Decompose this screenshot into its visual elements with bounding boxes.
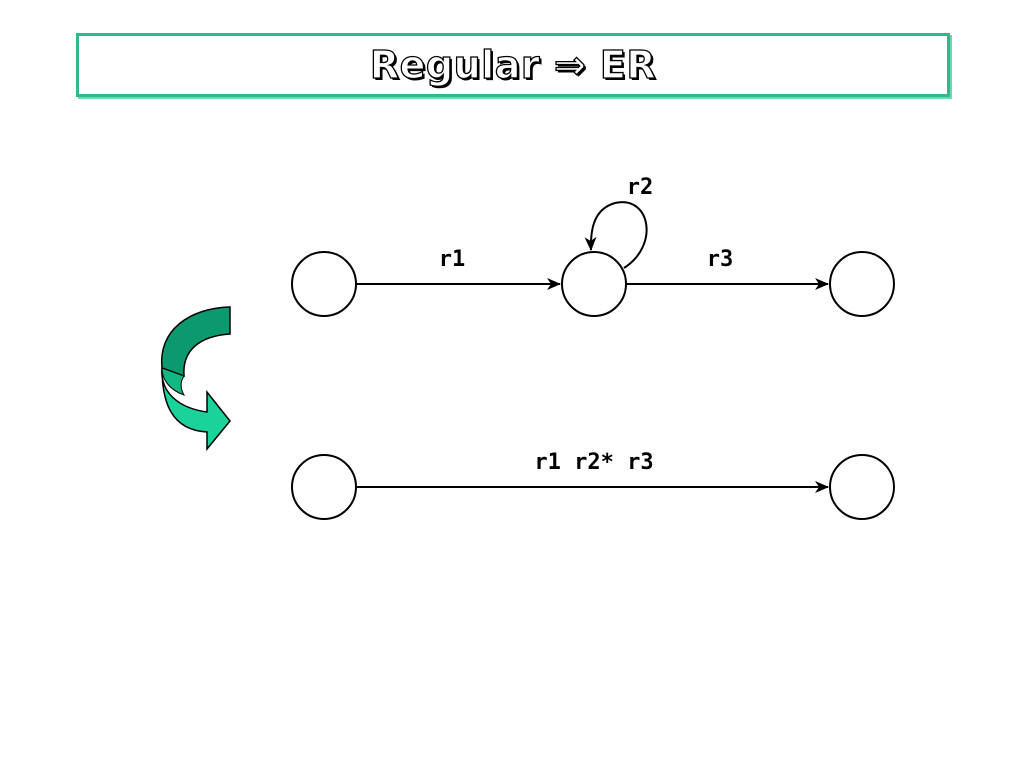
state-top-1 [291, 251, 357, 317]
self-loop-r2 [584, 201, 648, 269]
state-bottom-2 [829, 454, 895, 520]
state-top-3 [829, 251, 895, 317]
implies-symbol: ⇒ [553, 42, 587, 87]
state-bottom-1 [291, 454, 357, 520]
label-r2: r2 [627, 175, 654, 200]
label-r1-r2star-r3: r1 r2* r3 [534, 450, 653, 475]
slide-title: Regular ⇒ ER [369, 42, 657, 87]
label-r3: r3 [707, 247, 734, 272]
state-top-2 [561, 251, 627, 317]
label-r1: r1 [439, 247, 466, 272]
top-automaton: r1 r3 r2 [291, 175, 895, 317]
title-right: ER [599, 42, 657, 87]
bottom-automaton: r1 r2* r3 [291, 450, 895, 520]
title-box: Regular ⇒ ER [76, 33, 950, 97]
title-left: Regular [369, 42, 541, 87]
conversion-arrow [161, 306, 231, 452]
